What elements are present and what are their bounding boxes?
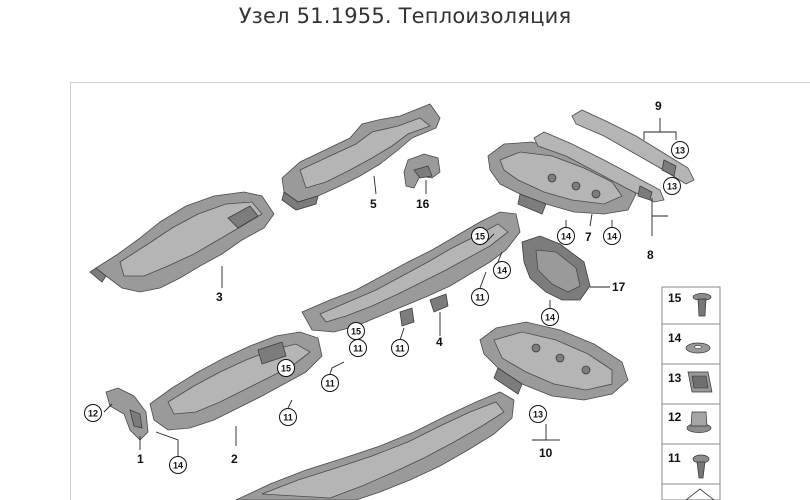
support-rail-part-8[interactable] [533,131,665,203]
svg-text:15: 15 [668,291,682,305]
heat-shield-part-7[interactable] [487,141,637,227]
heat-shield-part-3[interactable] [89,191,275,293]
clip-nut-icon [687,371,713,393]
callout-14: 14 [603,227,621,245]
callout-14: 14 [493,261,511,279]
plug-icon [685,488,715,500]
legend-item-14: 14 [668,331,711,354]
callout-12: 12 [84,404,102,422]
callout-11: 11 [391,339,409,357]
label-part-9: 9 [655,99,662,113]
push-clip-icon [692,293,712,317]
svg-text:13: 13 [675,146,685,156]
label-part-16: 16 [416,197,430,211]
svg-text:14: 14 [668,331,682,345]
callouts: 13 13 14 14 15 14 11 14 15 11 11 15 11 1… [84,141,689,474]
flat-washer-icon [685,342,711,354]
heat-shield-part-10[interactable] [479,321,629,401]
svg-text:15: 15 [475,232,485,242]
svg-text:11: 11 [353,344,363,354]
label-part-17: 17 [612,280,626,294]
callout-11: 11 [279,408,297,426]
bracket-part-16[interactable] [403,153,441,194]
support-rail-part-9[interactable] [571,109,695,185]
part-number-labels: 5 16 3 4 2 1 7 8 9 17 10 [137,99,662,466]
callout-13: 13 [671,141,689,159]
label-part-1: 1 [137,452,144,466]
svg-text:14: 14 [561,232,571,242]
legend-item-plug [685,488,715,500]
callout-15: 15 [277,359,295,377]
label-part-5: 5 [370,197,377,211]
callout-11: 11 [349,339,367,357]
svg-text:11: 11 [668,451,681,465]
heat-shield-part-2[interactable] [149,331,323,446]
page-title: Узел 51.1955. Теплоизоляция [238,4,572,28]
callout-11: 11 [471,288,489,306]
svg-text:14: 14 [545,313,555,323]
diagram-frame [70,82,810,500]
legend-item-15: 15 [668,291,712,317]
svg-text:11: 11 [395,344,405,354]
label-part-2: 2 [231,452,238,466]
svg-text:14: 14 [607,232,617,242]
callout-13: 13 [529,405,547,423]
heat-shield-part-5[interactable] [281,103,441,211]
svg-text:12: 12 [88,409,98,419]
callout-14: 14 [557,227,575,245]
svg-text:13: 13 [533,410,543,420]
svg-text:13: 13 [668,371,682,385]
svg-text:11: 11 [475,293,485,303]
svg-text:13: 13 [667,182,677,192]
bracket-part-17[interactable] [521,235,610,301]
expanding-rivet-icon [692,454,710,479]
fastener-legend: 15 14 13 12 [661,286,721,500]
label-part-4: 4 [436,335,443,349]
label-part-7: 7 [585,230,592,244]
flange-nut-icon [686,411,712,433]
label-part-3: 3 [216,290,223,304]
svg-text:15: 15 [351,327,361,337]
callout-13: 13 [663,177,681,195]
legend-item-11: 11 [668,451,710,479]
legend-item-13: 13 [668,371,713,393]
bracket-part-1[interactable] [105,387,149,450]
svg-text:11: 11 [283,413,293,423]
svg-text:15: 15 [281,364,291,374]
callout-15: 15 [347,322,365,340]
legend-item-12: 12 [668,410,712,433]
callout-14: 14 [169,456,187,474]
svg-text:12: 12 [668,410,682,424]
svg-text:14: 14 [173,461,183,471]
heat-shield-lower[interactable] [235,391,515,500]
callout-11: 11 [321,374,339,392]
callout-15: 15 [471,227,489,245]
label-part-10: 10 [539,446,553,460]
heat-shield-part-4[interactable] [301,211,521,336]
label-part-8: 8 [647,248,654,262]
callout-14: 14 [541,308,559,326]
svg-text:14: 14 [497,266,507,276]
svg-text:11: 11 [325,379,335,389]
